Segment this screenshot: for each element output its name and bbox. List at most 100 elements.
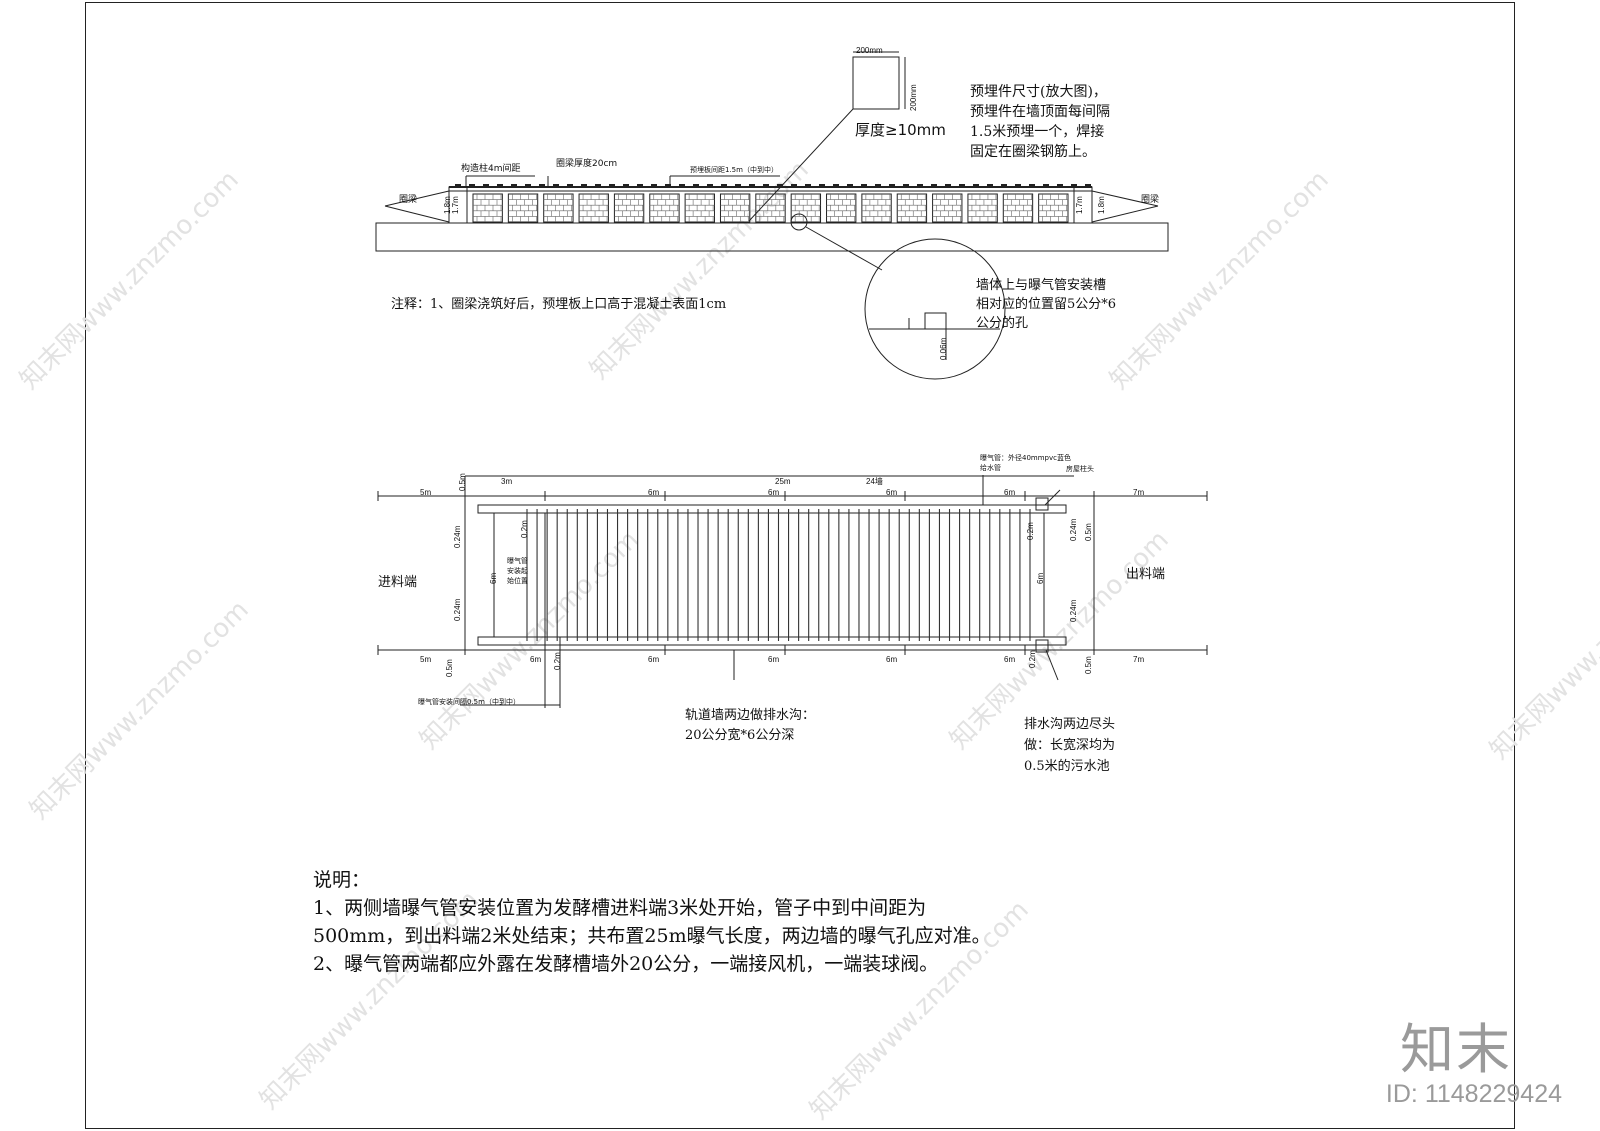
dim-top-edge: 0.5m [458, 473, 467, 491]
panel-outline [932, 193, 963, 223]
ring-beam-right-label: 圈梁 [1141, 195, 1160, 205]
embed-plate-mark [623, 184, 629, 187]
ground-slab [375, 222, 1169, 252]
pipe-note: 曝气管：外径40mmpvc蓝色 给水管 [980, 453, 1071, 473]
brick-wall-panel [1002, 193, 1034, 223]
leader-line [748, 108, 854, 222]
bottom-left-out: 5m [420, 655, 432, 664]
sump-note-line: 做：长宽深均为 [1024, 738, 1116, 753]
dim-right-out: 7m [1133, 488, 1145, 497]
panel-outline [826, 193, 857, 223]
embed-plate-mark [777, 184, 783, 187]
embed-plate-mark [763, 184, 769, 187]
dim-segment: 6m [768, 488, 780, 497]
leader-line [805, 226, 883, 271]
leader-line [1091, 205, 1159, 223]
dim-left-out: 5m [420, 488, 432, 497]
notes-line: 500mm，到出料端2米处结束；共布置25m曝气长度，两边墙的曝气孔应对准。 [313, 925, 991, 947]
brick-wall-panel [932, 193, 963, 223]
column-spacing-label: 构造柱4m间距 [461, 164, 521, 174]
embed-note-line: 预埋件在墙顶面每间隔 [970, 104, 1110, 120]
brand-logo: 知末 [1400, 1018, 1512, 1081]
embed-plate-mark [525, 184, 531, 187]
embed-plate-mark [469, 184, 475, 187]
right-wall-label: 0.24m [1069, 599, 1078, 622]
panel-outline [543, 193, 574, 223]
dim-segment: 6m [648, 488, 660, 497]
embed-plate-mark [1015, 184, 1021, 187]
bottom-edge: 0.5m [445, 659, 454, 677]
brick-wall-panel [472, 193, 503, 223]
detail-marker [790, 213, 808, 231]
embed-plate-mark [917, 184, 923, 187]
embed-plate-mark [721, 184, 727, 187]
brick-wall-panel [507, 193, 539, 223]
column-head-label: 房屋柱头 [1066, 465, 1094, 473]
height-label: 1.7m [1075, 196, 1084, 214]
embed-plate-mark [609, 184, 615, 187]
brick-wall-panel [684, 193, 715, 223]
embed-plate-mark [875, 184, 881, 187]
inlet-label: 进料端 [378, 575, 418, 590]
bottom-segment: 6m [1004, 655, 1016, 664]
plate-height-label: 200mm [909, 84, 918, 111]
bottom-wall [477, 636, 1067, 646]
bottom-inner: 0.2m [553, 652, 562, 670]
sump-note: 排水沟两边尽头 做：长宽深均为 0.5米的污水池 [1024, 714, 1115, 777]
leader-line [1045, 649, 1059, 681]
panel-outline [684, 193, 715, 223]
embed-plate-mark [1029, 184, 1035, 187]
panel-outline [755, 193, 786, 223]
panel-outline [896, 193, 928, 223]
top-wall [477, 504, 1067, 514]
plate-thickness-label: 厚度≥10mm [855, 121, 946, 139]
bottom-segment: 6m [768, 655, 780, 664]
embed-plate-mark [637, 184, 643, 187]
embed-plate-mark [959, 184, 965, 187]
embed-plate-mark [581, 184, 587, 187]
embed-plate-mark [805, 184, 811, 187]
panel-outline [578, 193, 609, 223]
leader-line [384, 190, 450, 207]
embed-plate-mark [861, 184, 867, 187]
right-inner-label: 0.2m [1026, 522, 1035, 540]
leader-line [1091, 190, 1159, 207]
pipe-note-line: 曝气管：外径40mmpvc蓝色 [980, 454, 1071, 462]
panel-outline [507, 193, 539, 223]
leader-line [1044, 489, 1061, 506]
embed-plate-mark [665, 184, 671, 187]
drain-note: 轨道墙两边做排水沟： 20公分宽*6公分深 [685, 706, 815, 746]
detail-hole [924, 312, 947, 330]
embed-plate-mark [1071, 184, 1077, 187]
embed-plate-mark [847, 184, 853, 187]
pipe-note-line: 给水管 [980, 464, 1001, 472]
drain-note-line: 20公分宽*6公分深 [685, 728, 795, 743]
panel-outline [472, 193, 503, 223]
pipe-start-line: 曝气管 [507, 557, 528, 565]
bottom-right-out: 7m [1133, 655, 1145, 664]
dim-segment: 6m [1004, 488, 1016, 497]
plate-spacing-label: 预埋板间距1.5m（中到中） [690, 166, 778, 174]
sump-note-line: 0.5米的污水池 [1024, 759, 1110, 774]
pipe-start-note: 曝气管 安装起 始位置 [507, 556, 528, 586]
embed-plate-mark [567, 184, 573, 187]
side-wall-label: 0.24m [453, 598, 462, 621]
hole-note: 墙体上与曝气管安装槽 相对应的位置留5公分*6 公分的孔 [976, 276, 1116, 333]
general-notes: 说明： 1、两侧墙曝气管安装位置为发酵槽进料端3米处开始，管子中到中间距为 50… [313, 866, 991, 978]
embed-plate-mark [987, 184, 993, 187]
right-width-label: 6m [1036, 572, 1045, 584]
embed-plate-mark [791, 184, 797, 187]
height-label: 1.8m [1097, 196, 1106, 214]
embed-note-line: 固定在圈梁钢筋上。 [970, 144, 1096, 160]
embed-plate-mark [679, 184, 685, 187]
brand-id: ID: 1148229424 [1385, 1080, 1562, 1108]
ring-beam-thickness-label: 圈梁厚度20cm [556, 159, 618, 169]
column-head [1035, 639, 1049, 653]
brick-wall-panel [826, 193, 857, 223]
embed-plate-mark [693, 184, 699, 187]
embed-note: 预埋件尺寸(放大图)， 预埋件在墙顶面每间隔 1.5米预埋一个，焊接 固定在圈梁… [970, 82, 1110, 162]
height-label: 1.8m [443, 196, 452, 214]
notes-heading: 说明： [313, 869, 371, 891]
brick-wall-panel [896, 193, 928, 223]
embed-plate-mark [455, 184, 461, 187]
